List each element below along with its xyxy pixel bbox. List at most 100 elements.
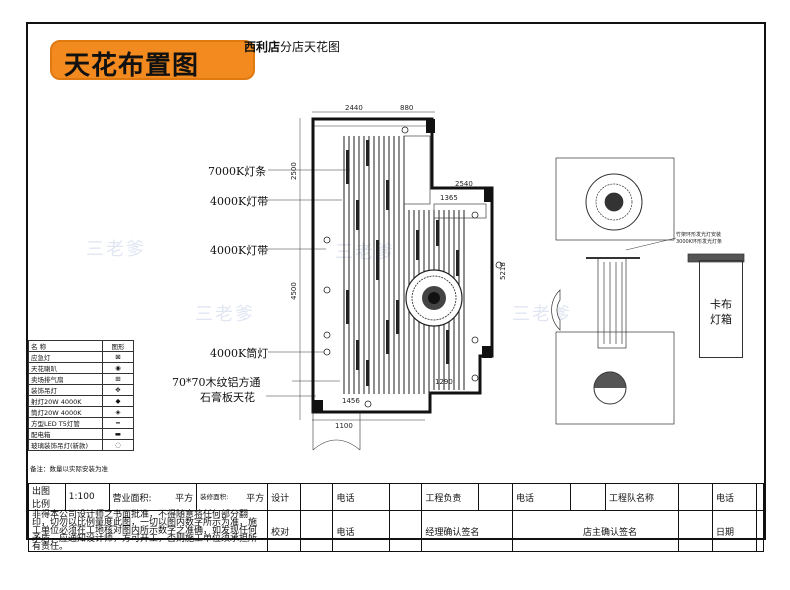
watermark: 三老爹: [86, 239, 146, 260]
shop-name: 西利店: [244, 40, 281, 54]
team-name-value: [677, 483, 713, 511]
legend-row: 玻璃装饰吊灯(新款)◌: [28, 439, 134, 451]
phone-value-3: [756, 483, 764, 511]
page-title: 天花布置图: [64, 51, 200, 81]
emergency-light-icon: ⊠: [102, 351, 134, 363]
speaker-icon: ◉: [102, 362, 134, 374]
leader-lines: [266, 169, 350, 397]
legend-label: 天花喇叭: [28, 362, 103, 374]
dimension-lines: [299, 111, 435, 421]
detail-note-2: 3000K环形发光灯条: [676, 238, 722, 245]
legend-label: 玻璃装饰吊灯(新款): [28, 439, 103, 451]
callout-4000k-downlight: 4000K筒灯: [210, 347, 269, 360]
glass-pendant-icon: ◌: [102, 439, 134, 451]
owner-sign-label: 店主确认签名: [511, 510, 679, 552]
phone-value-2: [569, 483, 606, 511]
dim-label: 2500: [290, 162, 298, 180]
legend-header: 名 称 图形: [28, 340, 134, 352]
area-field: 营业面积:平方: [108, 483, 198, 511]
callout-wood-aluminum: 70*70木纹铝方通: [172, 376, 261, 389]
pendant-light-icon: ✥: [102, 384, 134, 396]
detail-note-1: 竹架环形发光灯安装: [676, 231, 721, 238]
dim-label: 1365: [440, 194, 458, 202]
legend-row: 装饰吊灯✥: [28, 384, 134, 396]
owner-sign-value: [677, 510, 713, 552]
downlights: [323, 126, 503, 408]
scale-value: 1:100: [64, 483, 110, 511]
dim-label: 2440: [345, 104, 363, 112]
detail-hatching: [603, 262, 623, 344]
dim-label: 1290: [435, 378, 453, 386]
legend-row: 配电箱▬: [28, 428, 134, 440]
legend-row: 筒灯20W 4000K◈: [28, 406, 134, 418]
distribution-box-icon: ▬: [102, 428, 134, 440]
wall-pillar: [426, 119, 435, 133]
callout-7000k-strip: 7000K灯条: [208, 165, 267, 178]
legend-label: 装饰吊灯: [28, 384, 103, 396]
scale-label: 出图比例: [28, 483, 66, 511]
exhaust-fan-icon: ⊞: [102, 373, 134, 385]
project-lead-label: 工程负责: [421, 483, 479, 511]
project-lead-value: [477, 483, 513, 511]
team-name-label: 工程队名称: [604, 483, 679, 511]
dim-label: 1456: [342, 397, 360, 405]
legend-row: 方型LED T5灯管━: [28, 417, 134, 429]
callout-gypsum-ceiling: 石膏板天花: [200, 391, 255, 404]
ring-chandelier: [405, 269, 463, 327]
detail-views: [551, 157, 745, 425]
dim-label: 2540: [455, 180, 473, 188]
phone-value-1: [389, 483, 423, 511]
legend-row: 应急灯⊠: [28, 351, 134, 363]
title-block: 出图比例 1:100 营业面积:平方 装修面积:平方 设计 电话 工程负责 电话…: [27, 483, 764, 552]
check-value: [300, 510, 334, 552]
callout-4000k-band-1: 4000K灯带: [210, 195, 269, 208]
legend-label: 方型LED T5灯管: [28, 417, 103, 429]
walls: [311, 117, 494, 414]
legend-label: 卖场排气扇: [28, 373, 103, 385]
shop-title: 西利店分店天花图: [244, 38, 340, 55]
watermark: 三老爹: [195, 304, 255, 325]
phone-label-4: 电话: [332, 510, 391, 552]
dim-label: 5218: [499, 262, 507, 280]
manager-sign-label: 经理确认签名: [421, 510, 513, 552]
legend-table: 名 称 图形 应急灯⊠ 天花喇叭◉ 卖场排气扇⊞ 装饰吊灯✥ 射灯20W 400…: [28, 340, 134, 451]
design-label: 设计: [267, 483, 302, 511]
legend-row: 卖场排气扇⊞: [28, 373, 134, 385]
dim-label: 880: [400, 104, 413, 112]
legend-note: 备注：数量以实际安装为准: [30, 465, 108, 473]
page-title-badge: 天花布置图: [50, 40, 255, 81]
check-label: 校对: [267, 510, 302, 552]
legend-header-name: 名 称: [28, 340, 103, 352]
legend-header-symbol: 图形: [102, 340, 134, 352]
entrance: [312, 412, 361, 451]
callout-4000k-band-2: 4000K灯带: [210, 244, 269, 257]
dim-label: 1100: [335, 422, 353, 430]
downlight-icon: ◈: [102, 406, 134, 418]
legend-label: 射灯20W 4000K: [28, 395, 103, 407]
area2-field: 装修面积:平方: [196, 483, 269, 511]
wall-pillar: [484, 188, 492, 202]
legend-label: 配电箱: [28, 428, 103, 440]
phone-value-4: [389, 510, 423, 552]
shop-title-rest: 分店天花图: [280, 40, 341, 54]
wall-pillar: [313, 400, 323, 412]
date-value: [756, 510, 764, 552]
design-value: [300, 483, 334, 511]
phone-label-3: 电话: [711, 483, 758, 511]
lightbox-line-1: 卡布: [710, 298, 732, 311]
legend-label: 筒灯20W 4000K: [28, 406, 103, 418]
phone-label-2: 电话: [511, 483, 571, 511]
wood-grain-blocks: [346, 140, 459, 386]
date-label: 日期: [711, 510, 758, 552]
lightbox-line-2: 灯箱: [710, 313, 732, 326]
fabric-lightbox: 卡布 灯箱: [699, 260, 743, 358]
wall-pillar: [482, 346, 492, 358]
led-tube-icon: ━: [102, 417, 134, 429]
spotlight-icon: ◆: [102, 395, 134, 407]
legend-row: 天花喇叭◉: [28, 362, 134, 374]
legend-label: 应急灯: [28, 351, 103, 363]
dim-label: 4500: [290, 282, 298, 300]
legend-row: 射灯20W 4000K◆: [28, 395, 134, 407]
disclaimer: 非得本公司设计师之书面批准，不得随意将任何部分翻印，切勿以比例量度此图，一切以图…: [27, 510, 269, 552]
